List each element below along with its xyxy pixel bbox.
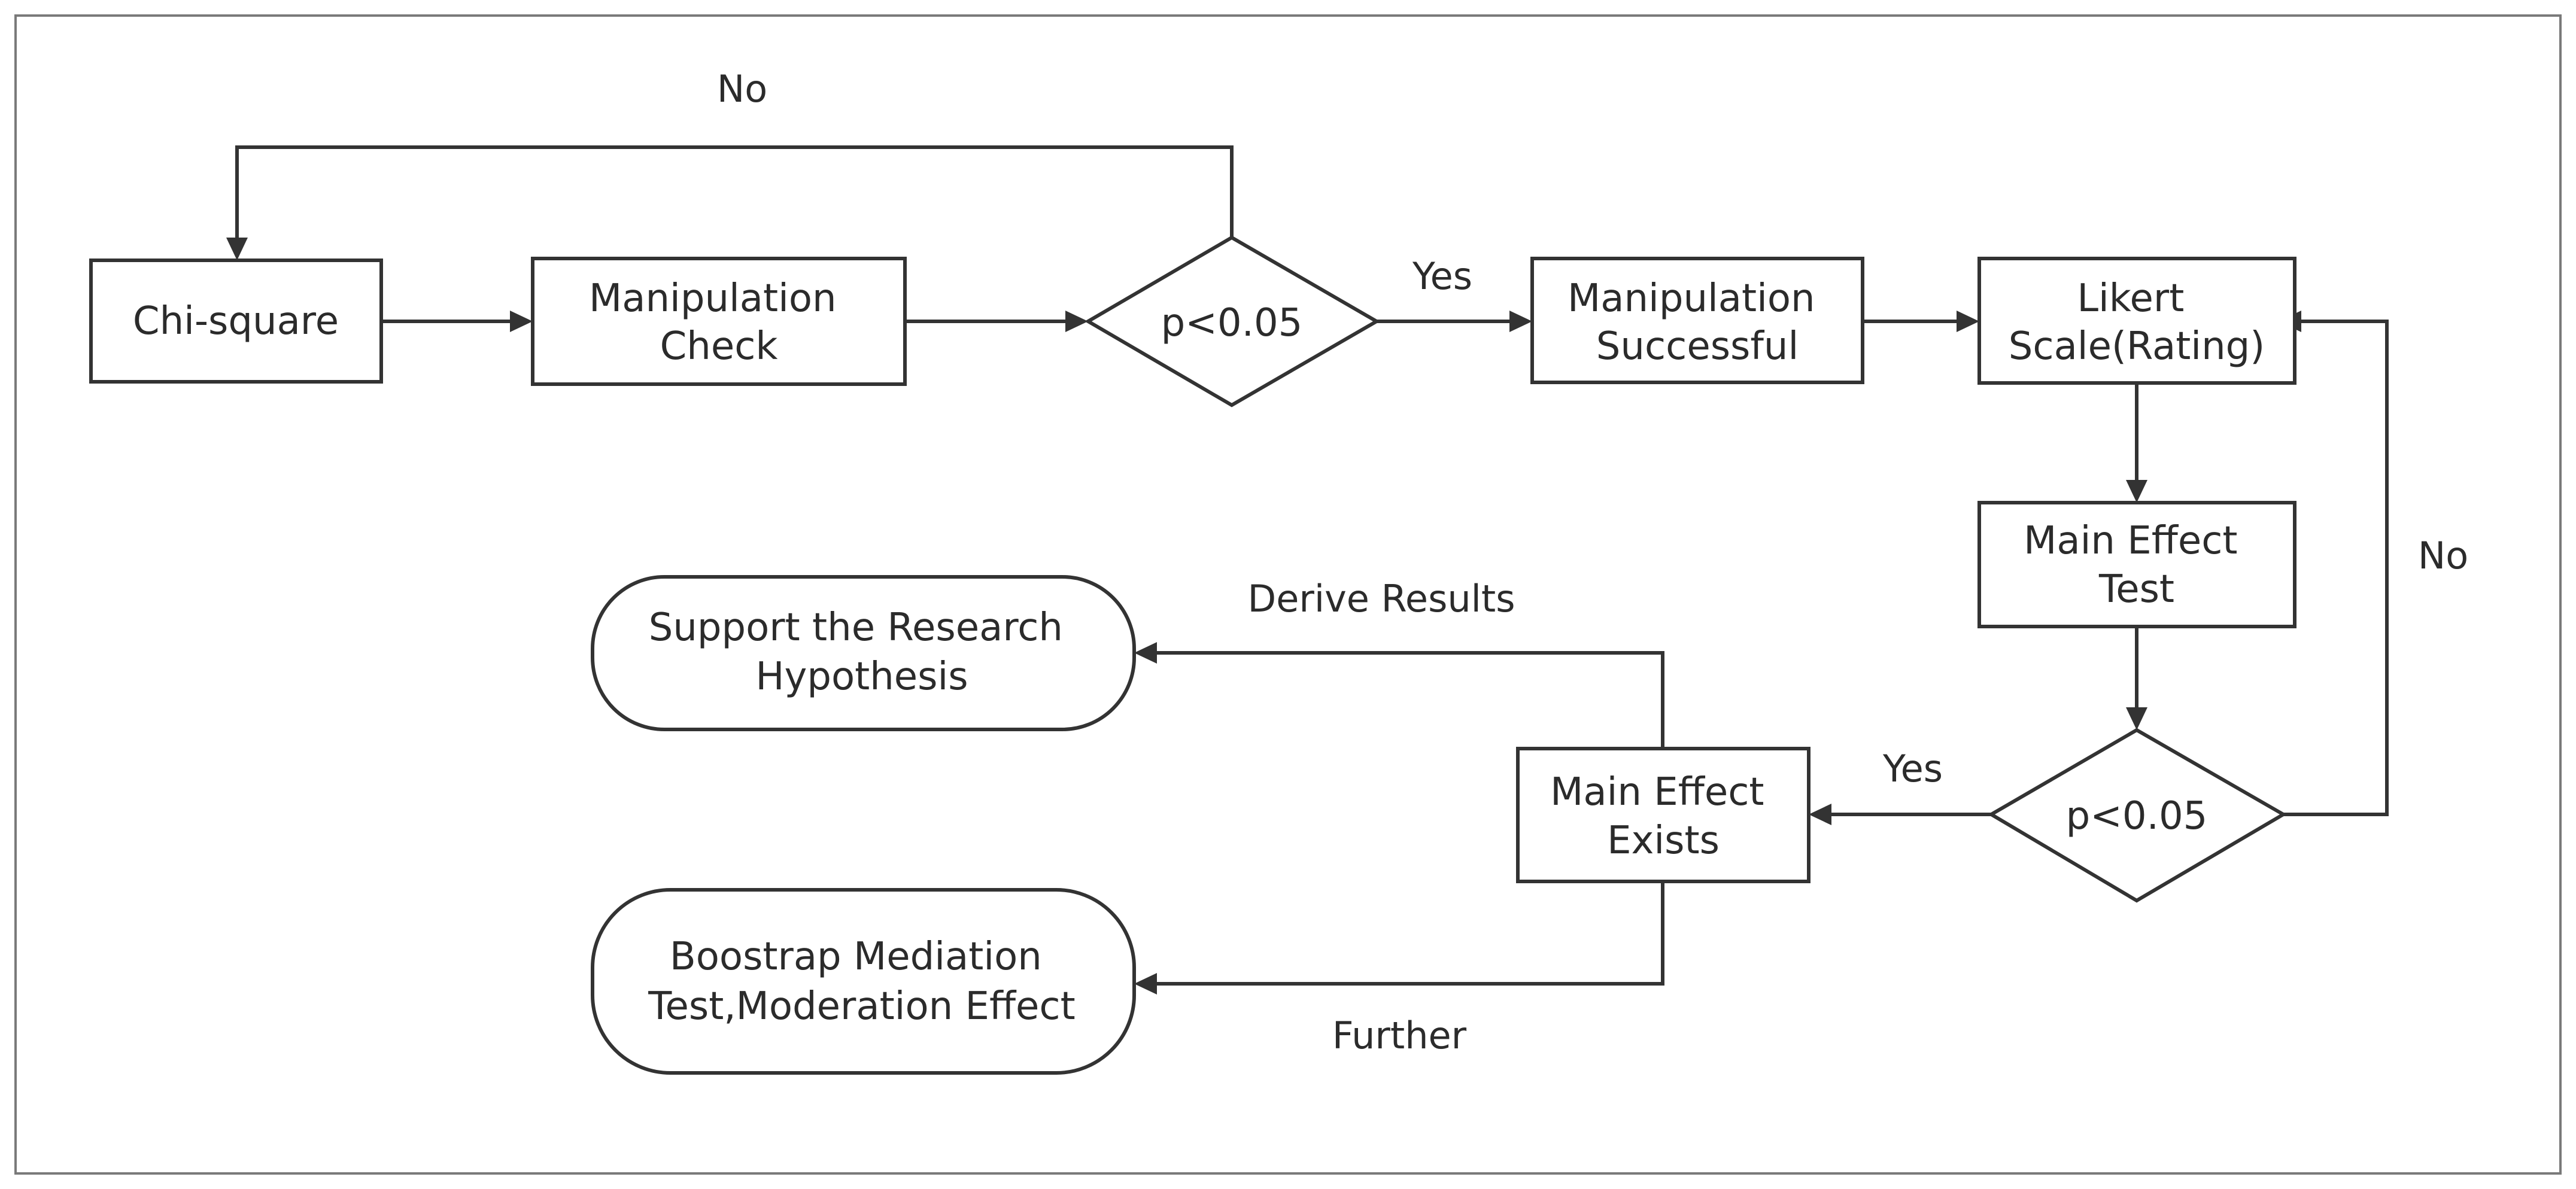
node-support-hypothesis: Support the Research Hypothesis bbox=[591, 575, 1136, 731]
node-manipulation-check: Manipulation Check bbox=[531, 257, 907, 386]
arrowhead-icon bbox=[1134, 642, 1157, 664]
main-effect-exists-label: Main Effect Exists bbox=[1550, 770, 1776, 863]
arrowhead-icon bbox=[1134, 973, 1157, 995]
node-main-effect-test: Main Effect Test bbox=[1977, 501, 2296, 628]
manipulation-successful-box bbox=[1530, 257, 1864, 384]
bootstrap-mediation-terminal bbox=[591, 888, 1136, 1075]
arrowhead-icon bbox=[1809, 804, 1831, 825]
edge-decision1-no-loop bbox=[235, 145, 1234, 239]
node-likert-scale: Likert Scale(Rating) bbox=[1977, 257, 2296, 385]
arrowhead-icon bbox=[2126, 707, 2147, 730]
arrowhead-icon bbox=[226, 238, 248, 260]
node-decision-2: p<0.05 bbox=[1988, 728, 2287, 903]
main-effect-test-box bbox=[1977, 501, 2296, 628]
chi-square-label: Chi-square bbox=[133, 299, 339, 343]
main-effect-test-label: Main Effect Test bbox=[2024, 519, 2250, 612]
edges bbox=[226, 145, 2389, 995]
node-decision-1: p<0.05 bbox=[1085, 235, 1380, 408]
bootstrap-mediation-label: Boostrap Mediation Test,Moderation Effec… bbox=[648, 935, 1075, 1029]
edge-label-further: Further bbox=[1332, 1014, 1467, 1057]
edge-labels: No Yes No Yes Derive Results Further bbox=[717, 67, 2468, 1057]
decision-2-diamond bbox=[1988, 728, 2287, 903]
edge-label-no-top: No bbox=[717, 67, 767, 111]
decision-2-label: p<0.05 bbox=[2066, 794, 2208, 838]
likert-scale-box bbox=[1977, 257, 2296, 385]
arrowhead-icon bbox=[1065, 311, 1088, 332]
manipulation-successful-label: Manipulation Successful bbox=[1568, 276, 1827, 369]
chi-square-box bbox=[89, 259, 383, 384]
likert-scale-label: Likert Scale(Rating) bbox=[2009, 276, 2265, 369]
arrowhead-icon bbox=[1509, 311, 1532, 332]
node-manipulation-successful: Manipulation Successful bbox=[1530, 257, 1864, 384]
manipulation-check-box bbox=[531, 257, 907, 386]
manipulation-check-label: Manipulation Check bbox=[589, 276, 849, 369]
edge-label-yes-1: Yes bbox=[1412, 254, 1472, 298]
node-chi-square: Chi-square bbox=[89, 259, 383, 384]
arrowhead-icon bbox=[510, 311, 533, 332]
decision-1-label: p<0.05 bbox=[1161, 301, 1303, 345]
support-hypothesis-terminal bbox=[591, 575, 1136, 731]
edge-label-derive-results: Derive Results bbox=[1247, 577, 1515, 621]
node-bootstrap-mediation: Boostrap Mediation Test,Moderation Effec… bbox=[591, 888, 1136, 1075]
edge-exists-to-bootstrap bbox=[1155, 881, 1664, 986]
edge-exists-to-support bbox=[1155, 651, 1664, 749]
figure-border bbox=[14, 14, 2562, 1175]
decision-1-diamond bbox=[1085, 235, 1380, 408]
edge-decision2-no-loop bbox=[2283, 320, 2389, 816]
edge-label-yes-2: Yes bbox=[1882, 747, 1943, 790]
main-effect-exists-box bbox=[1516, 747, 1811, 883]
arrowhead-icon bbox=[2126, 480, 2147, 503]
support-hypothesis-label: Support the Research Hypothesis bbox=[649, 606, 1076, 699]
node-main-effect-exists: Main Effect Exists bbox=[1516, 747, 1811, 883]
edge-label-no-right: No bbox=[2418, 534, 2468, 577]
arrowhead-icon bbox=[1957, 311, 1979, 332]
